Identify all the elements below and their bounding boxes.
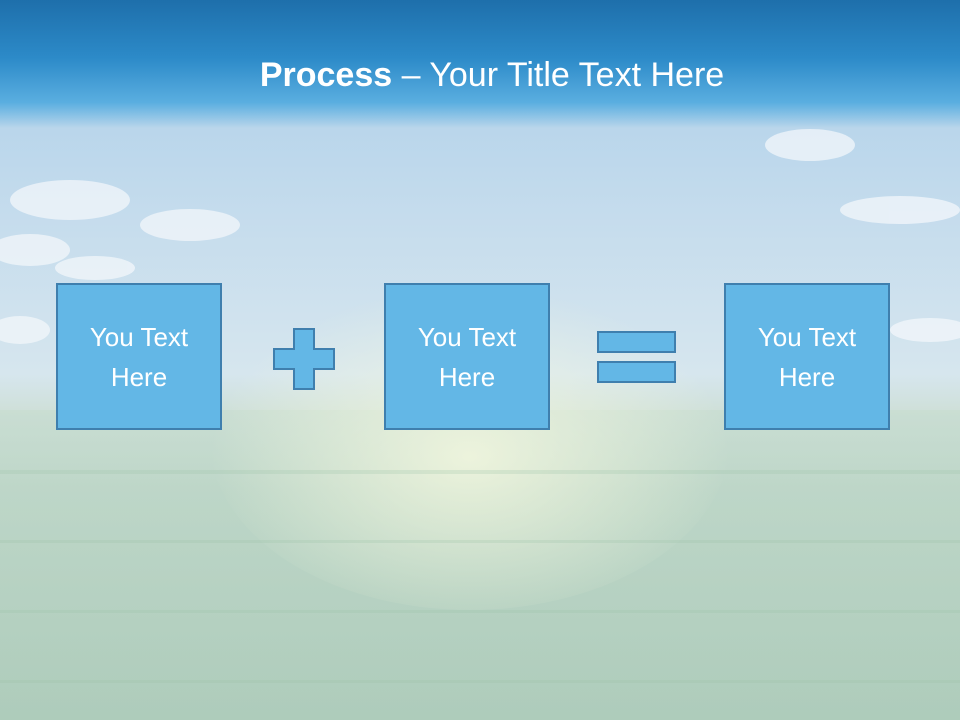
step-1-line-1: You Text	[89, 321, 189, 352]
equals-icon	[597, 331, 676, 383]
title-bold: Process	[259, 56, 393, 94]
title-rest: – Your Title Text Here	[392, 56, 725, 94]
step-2-line-2: Here	[438, 361, 496, 392]
step-1-line-2: Here	[110, 361, 168, 392]
step-3-line-1: You Text	[757, 321, 857, 352]
step-box-3: You Text Here	[724, 283, 890, 430]
header-band	[0, 0, 960, 128]
step-box-1: You Text Here	[56, 283, 222, 430]
plus-icon	[273, 328, 335, 390]
step-2-line-1: You Text	[417, 321, 517, 352]
slide-title: Process – Your Title Text Here	[0, 52, 960, 98]
step-box-2: You Text Here	[384, 283, 550, 430]
step-3-line-2: Here	[778, 361, 836, 392]
